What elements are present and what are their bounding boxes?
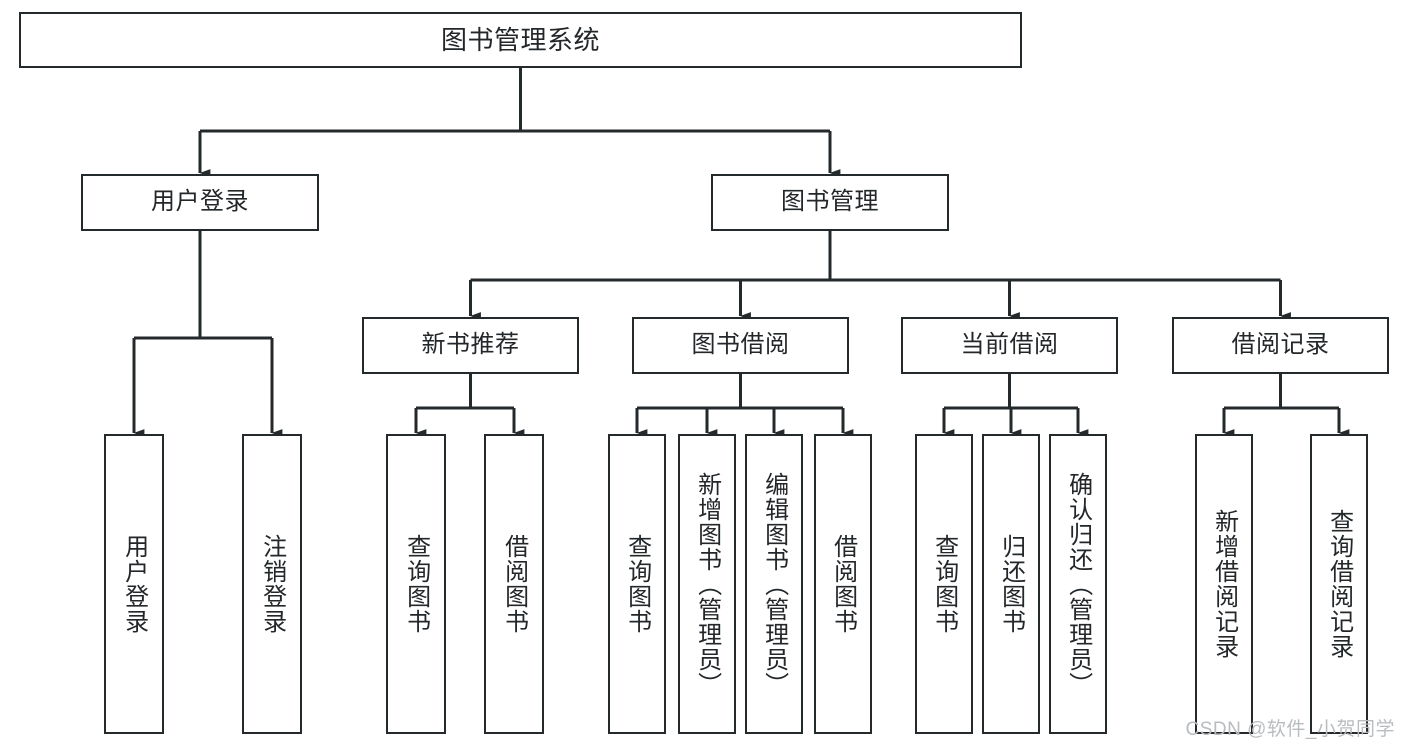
node-book-borrow[interactable]: 图书借阅: [632, 317, 849, 374]
node-leaf-query-book-3[interactable]: 查询图书: [915, 434, 973, 734]
node-leaf-edit-book[interactable]: 编辑图书（管理员）: [745, 434, 803, 734]
node-root-label: 图书管理系统: [440, 24, 600, 55]
node-leaf-add-book-label: 新增图书（管理员）: [693, 471, 721, 697]
node-current-borrow[interactable]: 当前借阅: [901, 317, 1118, 374]
node-leaf-borrow-book-1[interactable]: 借阅图书: [484, 434, 544, 734]
node-leaf-query-record-label: 查询借阅记录: [1325, 509, 1353, 659]
node-leaf-borrow-book-1-label: 借阅图书: [500, 534, 528, 634]
node-leaf-query-record[interactable]: 查询借阅记录: [1310, 434, 1368, 734]
node-new-book-recommend-label: 新书推荐: [421, 331, 520, 359]
node-user-login-label: 用户登录: [151, 188, 249, 216]
node-leaf-confirm-return[interactable]: 确认归还（管理员）: [1049, 434, 1107, 734]
node-leaf-user-login-label: 用户登录: [120, 534, 148, 634]
node-book-manage-label: 图书管理: [781, 188, 879, 216]
node-leaf-return-book-label: 归还图书: [997, 534, 1025, 634]
node-leaf-confirm-return-label: 确认归还（管理员）: [1064, 471, 1092, 697]
node-leaf-query-book-1[interactable]: 查询图书: [386, 434, 446, 734]
node-leaf-add-record-label: 新增借阅记录: [1210, 509, 1238, 659]
node-leaf-query-book-2-label: 查询图书: [623, 534, 651, 634]
node-root[interactable]: 图书管理系统: [19, 12, 1022, 68]
node-new-book-recommend[interactable]: 新书推荐: [362, 317, 579, 374]
node-leaf-borrow-book-2-label: 借阅图书: [829, 534, 857, 634]
node-leaf-edit-book-label: 编辑图书（管理员）: [760, 471, 788, 697]
node-leaf-query-book-3-label: 查询图书: [930, 534, 958, 634]
node-book-borrow-label: 图书借阅: [691, 331, 790, 359]
node-leaf-user-logout-label: 注销登录: [258, 534, 286, 634]
node-user-login[interactable]: 用户登录: [81, 174, 319, 231]
node-leaf-add-book[interactable]: 新增图书（管理员）: [678, 434, 736, 734]
node-leaf-borrow-book-2[interactable]: 借阅图书: [814, 434, 872, 734]
node-leaf-return-book[interactable]: 归还图书: [982, 434, 1040, 734]
node-leaf-add-record[interactable]: 新增借阅记录: [1195, 434, 1253, 734]
node-leaf-query-book-1-label: 查询图书: [402, 534, 430, 634]
node-leaf-user-login[interactable]: 用户登录: [104, 434, 164, 734]
node-leaf-user-logout[interactable]: 注销登录: [242, 434, 302, 734]
node-current-borrow-label: 当前借阅: [960, 331, 1059, 359]
node-borrow-record-label: 借阅记录: [1231, 331, 1330, 359]
node-leaf-query-book-2[interactable]: 查询图书: [608, 434, 666, 734]
node-borrow-record[interactable]: 借阅记录: [1172, 317, 1389, 374]
node-book-manage[interactable]: 图书管理: [711, 174, 949, 231]
